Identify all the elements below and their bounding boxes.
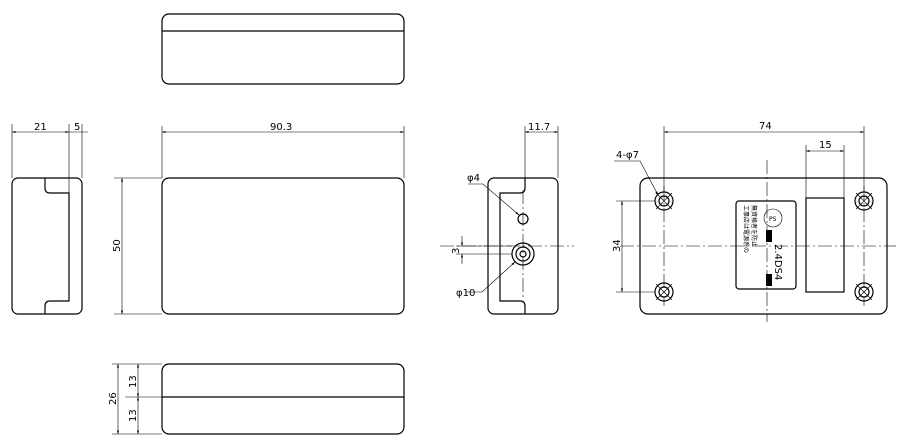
dim-hole-spacing-y: 34 (612, 239, 623, 252)
dim-window-width: 15 (819, 140, 832, 151)
dim-large-hole: φ10 (456, 288, 475, 299)
left-side-view: 21 5 (11, 122, 88, 315)
label-line1: 工事店は電源系の (742, 205, 750, 253)
mount-hole (854, 282, 874, 302)
dim-hole-spacing-x: 74 (759, 121, 772, 132)
window (805, 197, 845, 293)
dim-side-depth: 5 (74, 122, 80, 133)
dim-side-width: 21 (34, 122, 47, 133)
top-view (161, 13, 405, 85)
dim-thickness-top: 13 (128, 375, 139, 388)
dim-end-depth: 11.7 (528, 122, 550, 133)
dim-hole-offset: 3 (451, 248, 462, 254)
dim-small-hole: φ4 (467, 173, 480, 184)
dim-height: 50 (112, 239, 123, 252)
mount-hole (854, 191, 874, 211)
svg-text:PS: PS (769, 216, 777, 223)
rear-view: PS 工事店は電源系の 無資格者を防止 2.4DS4 74 15 34 4-φ7 (612, 121, 896, 322)
pse-mark-icon (763, 208, 783, 228)
end-view: 11.7 φ4 φ10 3 (440, 122, 574, 315)
dim-thickness-total: 26 (108, 392, 119, 405)
label-line2: 無資格者を防止 (750, 205, 758, 247)
dim-length: 90.3 (270, 122, 292, 133)
front-view: 90.3 50 (112, 122, 405, 315)
dim-thickness-bottom: 13 (128, 409, 139, 422)
bottom-view: 26 13 13 (108, 363, 405, 435)
dim-mount-holes: 4-φ7 (616, 150, 639, 161)
label-plate: PS 工事店は電源系の 無資格者を防止 2.4DS4 (735, 200, 797, 290)
label-model: 2.4DS4 (772, 244, 783, 280)
